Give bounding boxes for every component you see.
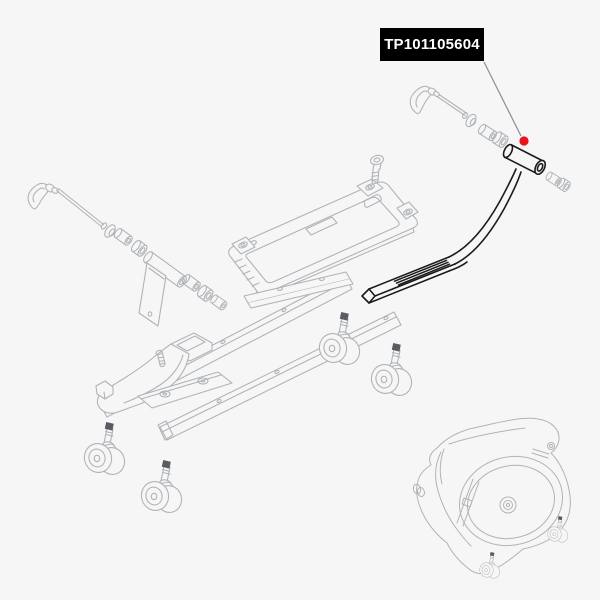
spacer-set-right	[476, 122, 511, 150]
spacer-set-left	[112, 226, 150, 259]
caster-wheel-2	[137, 459, 186, 516]
quick-release-skewer-right	[409, 85, 477, 128]
handle-grip-texture	[393, 259, 451, 286]
base-platform	[228, 178, 419, 300]
quick-release-skewer-left	[27, 182, 116, 238]
handle-spacers-right	[544, 170, 573, 194]
case-body	[416, 417, 571, 575]
wheel-mount-bracket	[138, 251, 187, 327]
handle-t-grip	[502, 143, 547, 176]
part-marker[interactable]	[483, 61, 529, 146]
skewer-rod	[436, 93, 468, 117]
platform-screw	[370, 154, 384, 184]
part-number-label[interactable]: TP101105604	[380, 28, 484, 61]
chassis-foot	[95, 332, 233, 414]
case-wheel-pocket	[458, 455, 564, 547]
caster-wheel-4	[367, 342, 416, 399]
foot-pin-screw	[155, 349, 166, 368]
bracket-plate	[138, 262, 167, 327]
skewer-rod	[55, 187, 105, 228]
chassis-rail-lower	[157, 311, 402, 441]
caster-wheel-1	[80, 421, 129, 478]
marker-leader-line	[483, 61, 522, 137]
bike-travel-case	[412, 417, 571, 580]
case-handle-strap	[531, 448, 550, 459]
spacer-set-left-outer	[180, 272, 229, 312]
support-bar	[243, 271, 354, 309]
trolley-handle	[361, 143, 547, 304]
marker-dot[interactable]	[519, 136, 529, 146]
